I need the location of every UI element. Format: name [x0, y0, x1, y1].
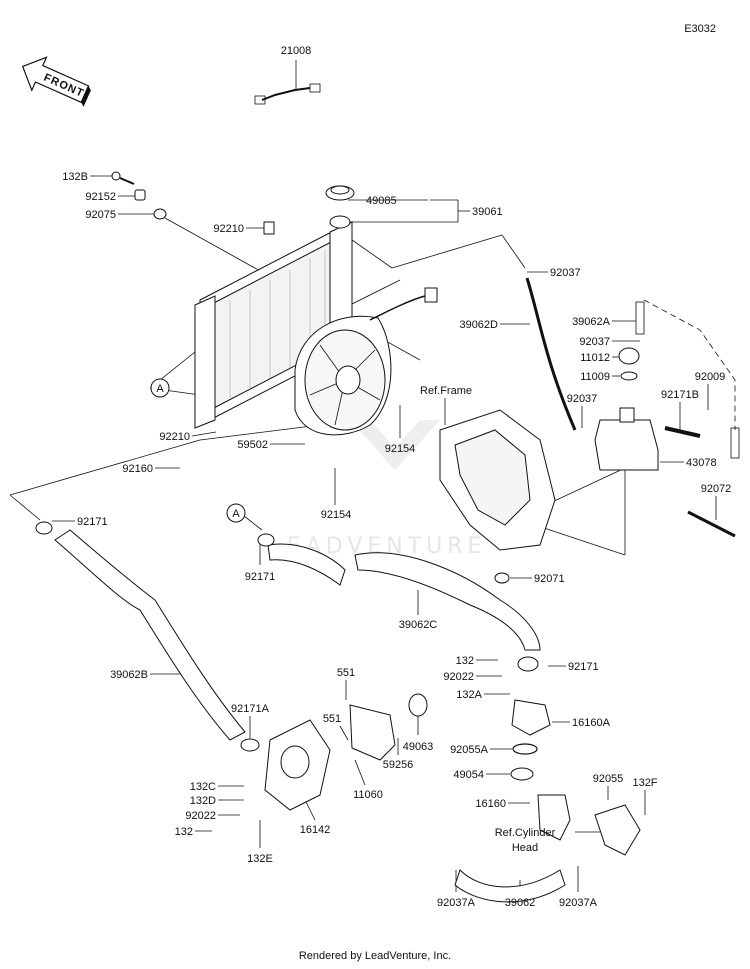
leader-lines — [9, 60, 740, 892]
part-label-c132B: 132B — [62, 171, 88, 183]
part-label-c92171A: 92171A — [231, 703, 270, 715]
part-label-c16160: 16160 — [475, 798, 506, 810]
part-label-c92171b: 92171 — [245, 571, 276, 583]
part-label-c49063: 49063 — [403, 741, 434, 753]
part-label-c92154b: 92154 — [321, 509, 352, 521]
bracket-92210 — [263, 221, 275, 235]
part-label-c92037b: 92037 — [579, 336, 610, 348]
part-label-c92210a: 92210 — [213, 223, 244, 235]
part-label-c92037a: 92037 — [550, 267, 581, 279]
part-label-cRefFrame: Ref.Frame — [420, 385, 472, 397]
part-label-c92071: 92071 — [534, 573, 565, 585]
part-label-c92037A1: 92037A — [437, 897, 476, 909]
reservoir-tank — [594, 407, 659, 471]
part-label-c132A: 132A — [456, 689, 482, 701]
part-label-c92171B: 92171B — [661, 389, 699, 401]
part-labels: 21008 132B 92152 92075 92210 49085 39061 92037 3… — [62, 45, 731, 909]
part-label-c92009: 92009 — [695, 371, 726, 383]
part-label-cA2: A — [232, 508, 240, 520]
callout-A-lower — [226, 503, 246, 523]
part-label-c92022b: 92022 — [185, 810, 216, 822]
seal-11009 — [620, 371, 638, 381]
part-label-c132D: 132D — [190, 795, 216, 807]
part-label-c551a: 551 — [337, 667, 355, 679]
hose-39062 — [454, 869, 566, 903]
grommet-92071 — [494, 572, 510, 584]
part-label-c92022a: 92022 — [443, 671, 474, 683]
part-label-c92055A: 92055A — [450, 744, 489, 756]
thermostat-housing — [511, 656, 551, 736]
part-label-c11009: 11009 — [580, 371, 610, 383]
part-label-c39062C: 39062C — [399, 619, 438, 631]
part-label-c551b: 551 — [323, 713, 341, 725]
part-label-c43078: 43078 — [686, 457, 717, 469]
cooling-fan — [294, 287, 438, 436]
footer-credit: Rendered by LeadVenture, Inc. — [298, 950, 452, 962]
reservoir-cap-11012 — [618, 347, 640, 365]
bolt-132B — [111, 171, 135, 185]
part-label-c39062: 39062 — [505, 897, 536, 909]
part-label-c59502: 59502 — [237, 439, 268, 451]
callout-A-upper — [150, 378, 170, 398]
clamp-92171-left — [35, 521, 53, 535]
part-label-c132b: 132 — [175, 826, 193, 838]
front-arrow-icon: FRONT — [21, 56, 91, 107]
part-label-c132E: 132E — [247, 853, 273, 865]
frame — [439, 409, 556, 551]
part-label-c92160: 92160 — [122, 463, 153, 475]
part-label-c21008: 21008 — [281, 45, 312, 57]
water-pipe-16160 — [537, 794, 641, 856]
part-label-c11060: 11060 — [353, 789, 383, 801]
part-label-c92210b: 92210 — [159, 431, 190, 443]
part-label-c39062D: 39062D — [459, 319, 498, 331]
clamp-92171A — [240, 738, 260, 752]
water-pump — [264, 719, 331, 811]
part-label-c11012: 11012 — [580, 352, 610, 364]
grommet-92075 — [153, 208, 167, 220]
impeller — [408, 693, 428, 717]
part-label-cRefCyl: Ref.Cylinder — [495, 827, 556, 839]
part-label-c92152: 92152 — [85, 191, 116, 203]
part-label-c59256: 59256 — [383, 759, 414, 771]
part-label-c92072: 92072 — [701, 483, 732, 495]
part-label-c39061: 39061 — [472, 206, 503, 218]
part-label-cA1: A — [156, 383, 164, 395]
hose-39062B — [54, 529, 246, 741]
part-label-c92037c: 92037 — [567, 393, 598, 405]
part-label-cHead: Head — [512, 842, 538, 854]
part-label-c49054: 49054 — [453, 769, 484, 781]
radiator-cap — [325, 185, 355, 201]
part-label-c92075: 92075 — [85, 209, 116, 221]
oring-92055A — [512, 743, 538, 755]
part-label-c92154a: 92154 — [385, 443, 416, 455]
part-label-c16160A: 16160A — [572, 717, 611, 729]
part-label-c92171a: 92171 — [77, 516, 108, 528]
part-label-c49085: 49085 — [366, 195, 397, 207]
pump-cover — [349, 704, 396, 761]
part-label-c132a: 132 — [456, 655, 474, 667]
part-label-c92055: 92055 — [593, 773, 624, 785]
diagram-code: E3032 — [684, 23, 716, 35]
collar-92152 — [134, 189, 146, 201]
hose-39062C — [267, 543, 541, 651]
radiator — [194, 215, 353, 429]
part-label-c39062B: 39062B — [110, 669, 148, 681]
clamp-92171-mid — [257, 533, 275, 547]
part-label-c16142: 16142 — [300, 824, 331, 836]
part-label-c132C: 132C — [190, 781, 216, 793]
thermostat-49054 — [510, 767, 534, 781]
part-label-c39062A: 39062A — [572, 316, 611, 328]
part-label-c92171c: 92171 — [568, 661, 599, 673]
part-label-c132F: 132F — [632, 777, 657, 789]
part-label-c92037A2: 92037A — [559, 897, 598, 909]
